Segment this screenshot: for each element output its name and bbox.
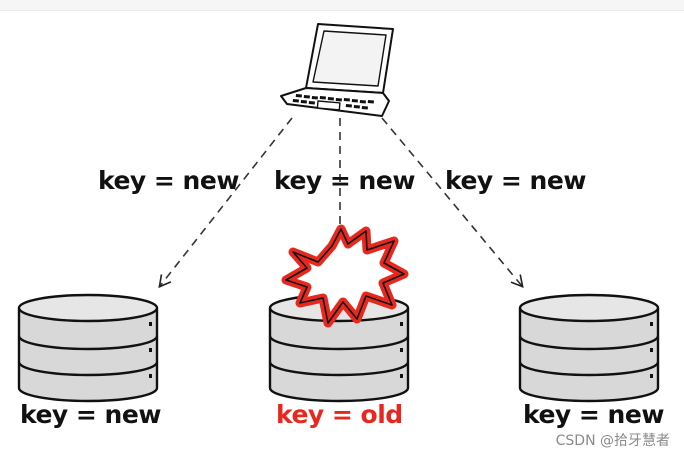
arrow-left — [158, 117, 293, 289]
watermark: CSDN @拾牙慧者 — [555, 433, 670, 449]
top-bar — [0, 0, 684, 11]
arrow-label-right: key = new — [445, 166, 586, 195]
arrow-right — [381, 117, 524, 289]
arrow-label-left: key = new — [98, 166, 239, 195]
database-middle-label: key = old — [276, 400, 403, 429]
arrow-label-middle: key = new — [274, 166, 415, 195]
laptop-icon — [280, 23, 394, 117]
replication-arrows — [158, 117, 524, 289]
database-left-icon — [17, 293, 159, 403]
database-right-label: key = new — [523, 400, 664, 429]
database-left-label: key = new — [20, 400, 161, 429]
failure-burst-icon — [281, 224, 409, 328]
database-right-icon — [518, 293, 660, 403]
